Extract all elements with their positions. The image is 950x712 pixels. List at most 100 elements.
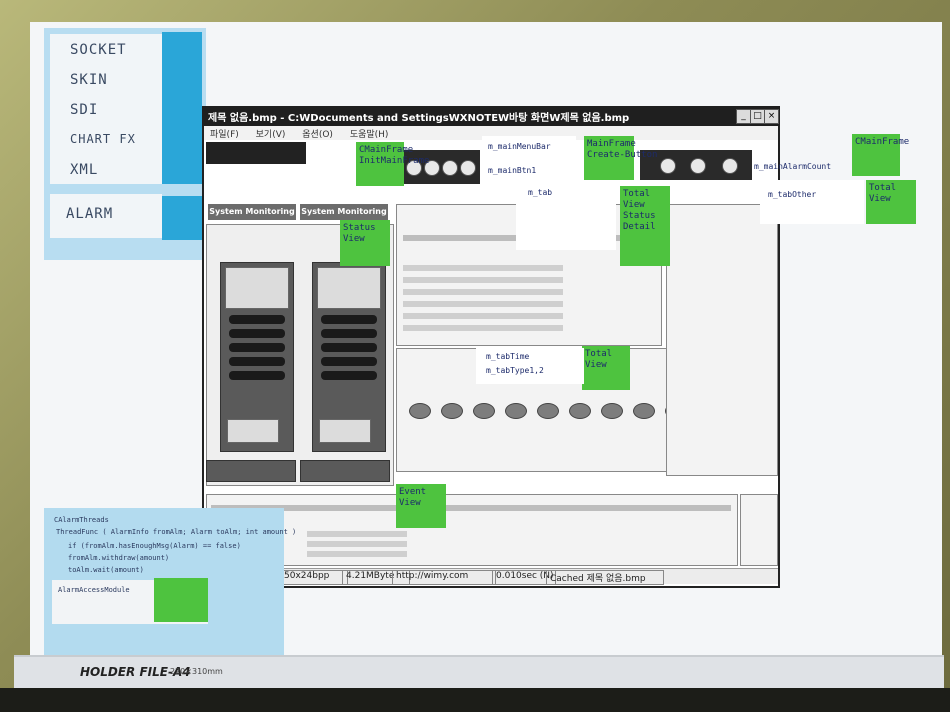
alarm-dial-1	[660, 158, 676, 174]
rack-1-slot	[229, 357, 285, 366]
rack-1-slot	[229, 343, 285, 352]
toolbar-icon-4[interactable]	[460, 160, 476, 176]
folder-label: HOLDER FILE-A4	[80, 665, 191, 679]
total-view-row	[403, 301, 563, 307]
event-row	[307, 531, 407, 537]
alarm-list-pane	[666, 204, 778, 476]
rack-1-top-panel	[225, 267, 289, 309]
total-view-row	[403, 289, 563, 295]
sticky-total-view-right: Total View	[866, 180, 916, 224]
folder-size-label: 220×310mm	[170, 667, 223, 676]
window-menubar: 파일(F) 보기(V) 옵션(O) 도움말(H)	[204, 126, 778, 140]
rack-2-slot	[321, 357, 377, 366]
status-circle[interactable]	[537, 403, 559, 419]
status-cache: Cached 제목 없음.bmp	[546, 570, 664, 585]
tech-item-alarm: ALARM	[66, 206, 114, 222]
rack-2-slot	[321, 371, 377, 380]
tech-list-note: SOCKET SKIN SDI CHART FX XML ALARM	[44, 28, 206, 260]
annotation-tabtime: m_tabTime	[486, 352, 530, 361]
app-toolbar-icons	[400, 150, 480, 184]
sticky-total-view-mid: Total View	[582, 346, 630, 390]
status-circle[interactable]	[601, 403, 623, 419]
rack-1-slot	[229, 315, 285, 324]
status-time: 0.010sec (N)	[492, 570, 556, 585]
sticky-event-view: Event View	[396, 484, 446, 528]
tech-item-skin: SKIN	[70, 72, 108, 88]
blue-tab-top	[162, 32, 202, 184]
sticky-cmainframe: CMainFrame	[852, 134, 909, 176]
annotation-card-4	[476, 348, 584, 384]
sticky-total-view-status: Total View Status Detail	[620, 186, 670, 266]
rack-2-slot	[321, 315, 377, 324]
annotation-card-1	[482, 136, 576, 186]
status-resolution: 50x24bpp	[280, 570, 348, 585]
sticky-create-button: MainFrame Create-Button	[584, 136, 657, 180]
annotation-alarmcount: m_mainAlarmCount	[754, 162, 832, 171]
server-rack-2	[312, 262, 386, 452]
file-holder	[14, 655, 944, 689]
toolbar-icon-3[interactable]	[442, 160, 458, 176]
sticky-initmainframe: CMainFrame InitMainFrame	[356, 142, 429, 186]
total-view-row	[403, 313, 563, 319]
tech-list-paper	[50, 34, 162, 184]
note-line: toAlm.wait(amount)	[68, 566, 144, 574]
tech-item-socket: SOCKET	[70, 42, 127, 58]
status-circle[interactable]	[409, 403, 431, 419]
event-buttons[interactable]	[740, 494, 778, 566]
rack-2-controls[interactable]	[300, 460, 390, 482]
alarm-dial-3	[722, 158, 738, 174]
total-view-row	[403, 277, 563, 283]
rack-1-controls[interactable]	[206, 460, 296, 482]
menu-help[interactable]: 도움말(H)	[349, 130, 389, 140]
status-url: http://wimy.com	[392, 570, 496, 585]
system-monitoring-tab-2[interactable]: System Monitoring	[300, 204, 388, 220]
note-line: if (fromAlm.hasEnoughMsg(Alarm) == false…	[68, 542, 241, 550]
annotation-tab: m_tab	[528, 188, 553, 197]
event-row	[307, 551, 407, 557]
rack-2-slot	[321, 329, 377, 338]
tech-item-chartfx: CHART FX	[70, 132, 136, 146]
status-circle[interactable]	[505, 403, 527, 419]
minimize-button[interactable]: _	[736, 109, 751, 124]
event-row	[307, 541, 407, 547]
status-filesize: 4.21MByte	[342, 570, 410, 585]
rack-1-slot	[229, 371, 285, 380]
close-button[interactable]: ×	[764, 109, 779, 124]
window-statusbar: 50x24bpp 4.21MByte http://wimy.com 0.010…	[204, 568, 778, 585]
event-view-pane	[206, 494, 738, 566]
annotation-tab-other: m_tabOther	[768, 190, 817, 199]
rack-1-bottom-panel	[227, 419, 279, 443]
sticky-status-view: Status View	[340, 220, 390, 266]
module-sticky	[154, 578, 208, 622]
toolbar-icon-1[interactable]	[406, 160, 422, 176]
window-titlebar: 제목 없음.bmp - C:WDocuments and SettingsWXN…	[202, 106, 780, 126]
menu-options[interactable]: 옵션(O)	[302, 130, 333, 140]
note-line: ThreadFunc ( AlarmInfo fromAlm; Alarm to…	[56, 528, 297, 536]
annotation-mainmenubar: m_mainMenuBar	[488, 142, 551, 151]
module-label: AlarmAccessModule	[58, 586, 130, 594]
tech-item-xml: XML	[70, 162, 99, 178]
alarm-thread-note: CAlarmThreads ThreadFunc ( AlarmInfo fro…	[44, 508, 296, 660]
server-rack-1	[220, 262, 294, 452]
annotation-card-2	[516, 184, 616, 250]
status-circle[interactable]	[633, 403, 655, 419]
tech-item-sdi: SDI	[70, 102, 99, 118]
status-circle[interactable]	[441, 403, 463, 419]
status-circle[interactable]	[473, 403, 495, 419]
note-line: CAlarmThreads	[54, 516, 109, 524]
blue-tab-bottom	[162, 196, 202, 240]
menu-view[interactable]: 보기(V)	[255, 130, 286, 140]
note-line: fromAlm.withdraw(amount)	[68, 554, 170, 562]
alarm-dial-2	[690, 158, 706, 174]
maximize-button[interactable]: □	[750, 109, 765, 124]
alarm-count-strip	[640, 150, 752, 180]
menu-file[interactable]: 파일(F)	[210, 130, 239, 140]
rack-2-top-panel	[317, 267, 381, 309]
annotation-tabtype: m_tabType1,2	[486, 366, 544, 375]
system-monitoring-tab-1[interactable]: System Monitoring	[208, 204, 296, 220]
annotation-mainbtn: m_mainBtn1	[488, 166, 537, 175]
toolbar-icon-2[interactable]	[424, 160, 440, 176]
rack-1-slot	[229, 329, 285, 338]
status-circle[interactable]	[569, 403, 591, 419]
rack-2-slot	[321, 343, 377, 352]
